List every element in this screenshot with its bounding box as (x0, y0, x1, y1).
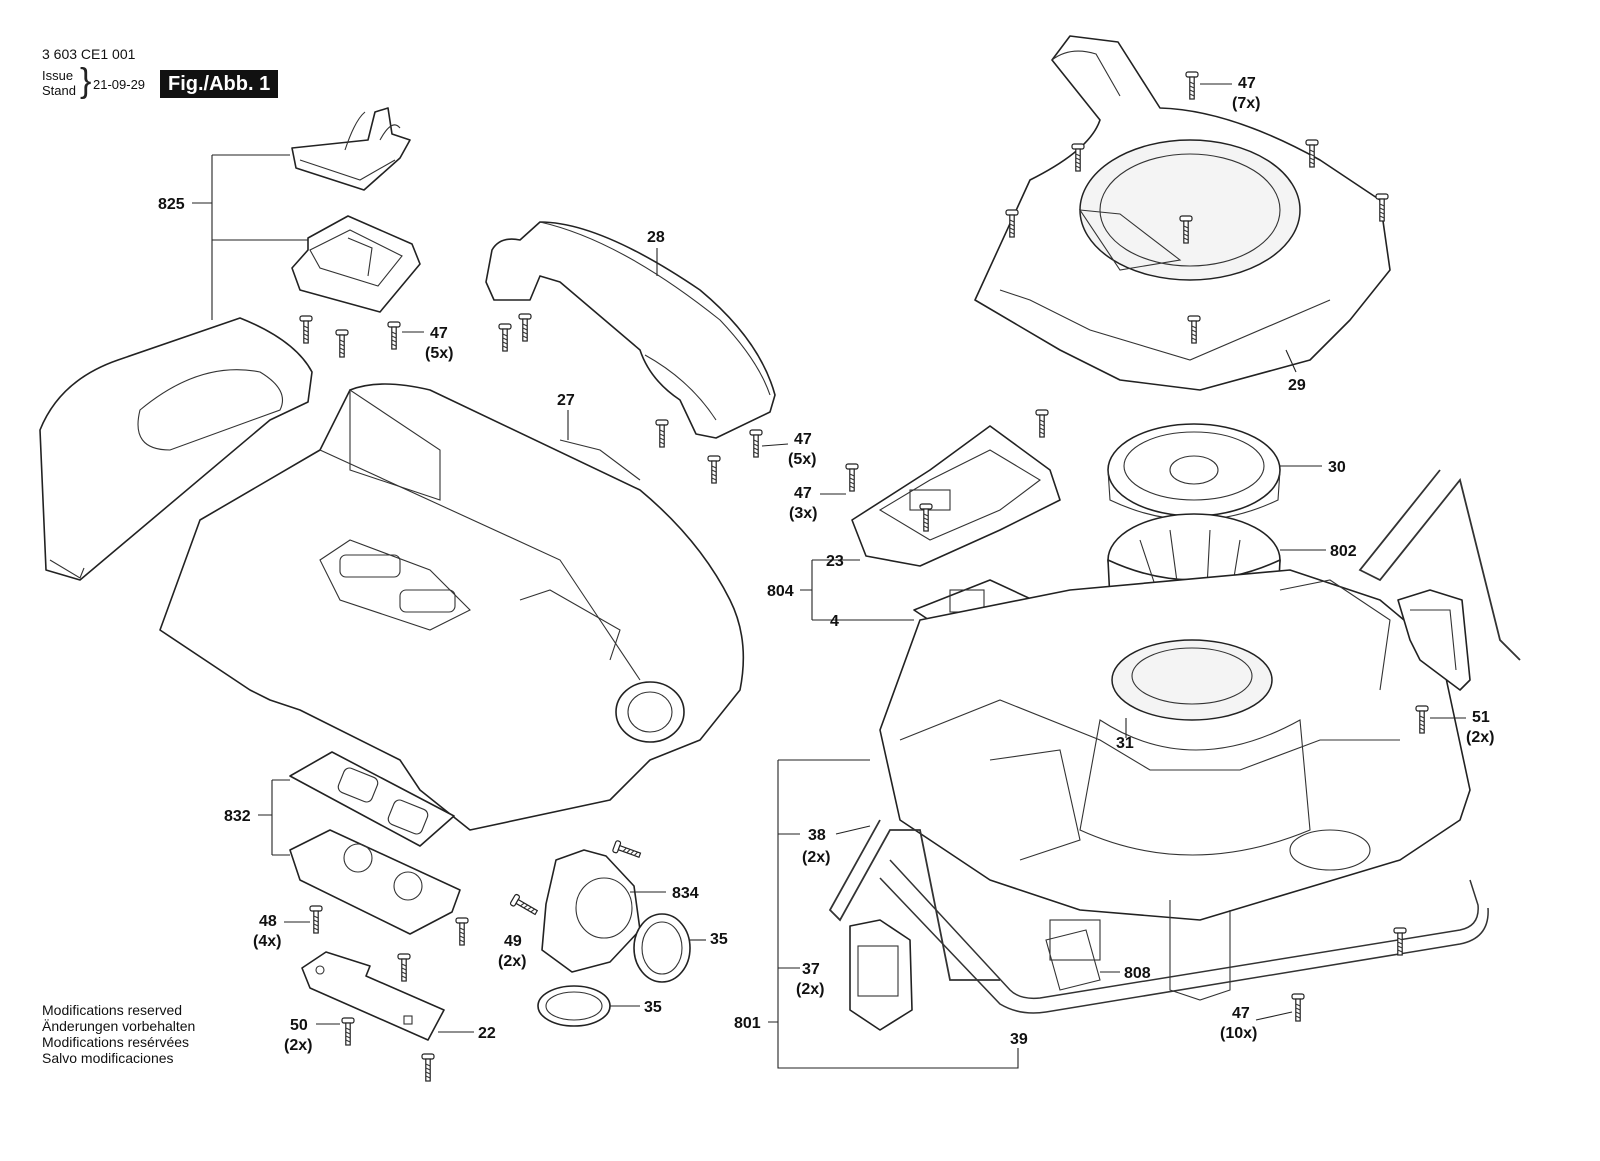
callout-quantity: (2x) (498, 953, 526, 970)
callout-832: 832 (224, 808, 251, 825)
screw-icon (335, 329, 349, 358)
leader-lines (192, 83, 1466, 1069)
screw-icon (707, 455, 721, 484)
callout-35: 35 (710, 931, 728, 948)
part-29-blower-cover (974, 35, 1391, 391)
part-23-battery-cover (851, 425, 1061, 567)
document-number: 3 603 CE1 001 (42, 46, 136, 62)
screw-icon (309, 905, 323, 934)
stand-label: Stand (42, 83, 76, 98)
note-line: Salvo modificaciones (42, 1050, 174, 1066)
screw-icon (1291, 993, 1305, 1022)
callout-quantity: (5x) (425, 345, 453, 362)
callout-47: 47 (794, 485, 812, 502)
note-line: Modifications resérvées (42, 1034, 190, 1050)
part-30-fan-ring (1107, 423, 1281, 521)
callout-quantity: (2x) (796, 981, 824, 998)
part-37-filter-grill (849, 919, 913, 1031)
part-27-housing-cover (159, 383, 745, 831)
part-825-bracket (291, 215, 421, 313)
callout-47: 47 (430, 325, 448, 342)
screw-icon (1185, 71, 1199, 100)
callout-quantity: (3x) (789, 505, 817, 522)
callout-quantity: (2x) (284, 1037, 312, 1054)
callout-802: 802 (1330, 543, 1357, 560)
side-cover (39, 317, 313, 581)
callout-quantity: (2x) (802, 849, 830, 866)
callout-quantity: (7x) (1232, 95, 1260, 112)
screw-icon (749, 429, 763, 458)
screw-icon (397, 953, 411, 982)
screw-icon (655, 419, 669, 448)
callout-37: 37 (802, 961, 820, 978)
callout-29: 29 (1288, 377, 1306, 394)
callout-quantity: (5x) (788, 451, 816, 468)
modification-notes: Modifications reserved Änderungen vorbeh… (42, 1002, 195, 1066)
callout-22: 22 (478, 1025, 496, 1042)
part-808-label (1045, 929, 1101, 991)
callout-23: 23 (826, 553, 844, 570)
note-line: Modifications reserved (42, 1002, 183, 1018)
issue-date: 21-09-29 (93, 77, 146, 92)
callout-28: 28 (647, 229, 665, 246)
callout-825: 825 (158, 196, 185, 213)
callout-quantity: (4x) (253, 933, 281, 950)
callout-47: 47 (1238, 75, 1256, 92)
screw-icon (421, 1053, 435, 1082)
callout-47: 47 (1232, 1005, 1250, 1022)
part-51-clip (1397, 589, 1471, 691)
callout-38: 38 (808, 827, 826, 844)
callout-quantity: (2x) (1466, 729, 1494, 746)
part-825-top-clip (291, 107, 411, 191)
figure-label: Fig./Abb. 1 (160, 70, 279, 98)
note-line: Änderungen vorbehalten (42, 1018, 196, 1034)
screw-icon (518, 313, 532, 342)
callout-804: 804 (767, 583, 794, 600)
brace-icon: } (80, 62, 92, 100)
callout-834: 834 (672, 885, 699, 902)
screw-icon (387, 321, 401, 350)
issue-stand-labels: Issue Stand (42, 68, 76, 98)
part-35-o-ring-lower (537, 985, 611, 1027)
callout-801: 801 (734, 1015, 761, 1032)
callout-27: 27 (557, 392, 575, 409)
screw-icon (341, 1017, 355, 1046)
callout-30: 30 (1328, 459, 1346, 476)
part-28-handle (485, 221, 776, 439)
callout-quantity: (10x) (1220, 1025, 1257, 1042)
part-38-wire (828, 469, 1521, 981)
callout-47: 47 (794, 431, 812, 448)
callout-49: 49 (504, 933, 522, 950)
part-35-o-ring-upper (633, 913, 691, 983)
callout-50: 50 (290, 1017, 308, 1034)
callout-48: 48 (259, 913, 277, 930)
screw-icon (611, 839, 643, 862)
callout-51: 51 (1472, 709, 1490, 726)
callout-labels: 825 47 (5x) 28 27 47 (5x) 47 (7x) 29 30 … (158, 75, 1494, 1054)
callout-35: 35 (644, 999, 662, 1016)
part-22-small-pcb (301, 951, 445, 1041)
part-832-switch-panel (289, 751, 461, 935)
issue-label: Issue (42, 68, 74, 83)
screw-icon (1035, 409, 1049, 438)
part-834-connector (541, 849, 641, 973)
callout-31: 31 (1116, 735, 1134, 752)
screw-icon (509, 893, 540, 919)
screw-icon (455, 917, 469, 946)
callout-808: 808 (1124, 965, 1151, 982)
part-39-gasket (879, 859, 1489, 1014)
callout-4: 4 (830, 613, 839, 630)
screw-icon (299, 315, 313, 344)
screw-icon (498, 323, 512, 352)
callout-39: 39 (1010, 1031, 1028, 1048)
screw-icon (1393, 927, 1407, 956)
part-801-base-housing (879, 569, 1471, 1001)
screw-icon (845, 463, 859, 492)
